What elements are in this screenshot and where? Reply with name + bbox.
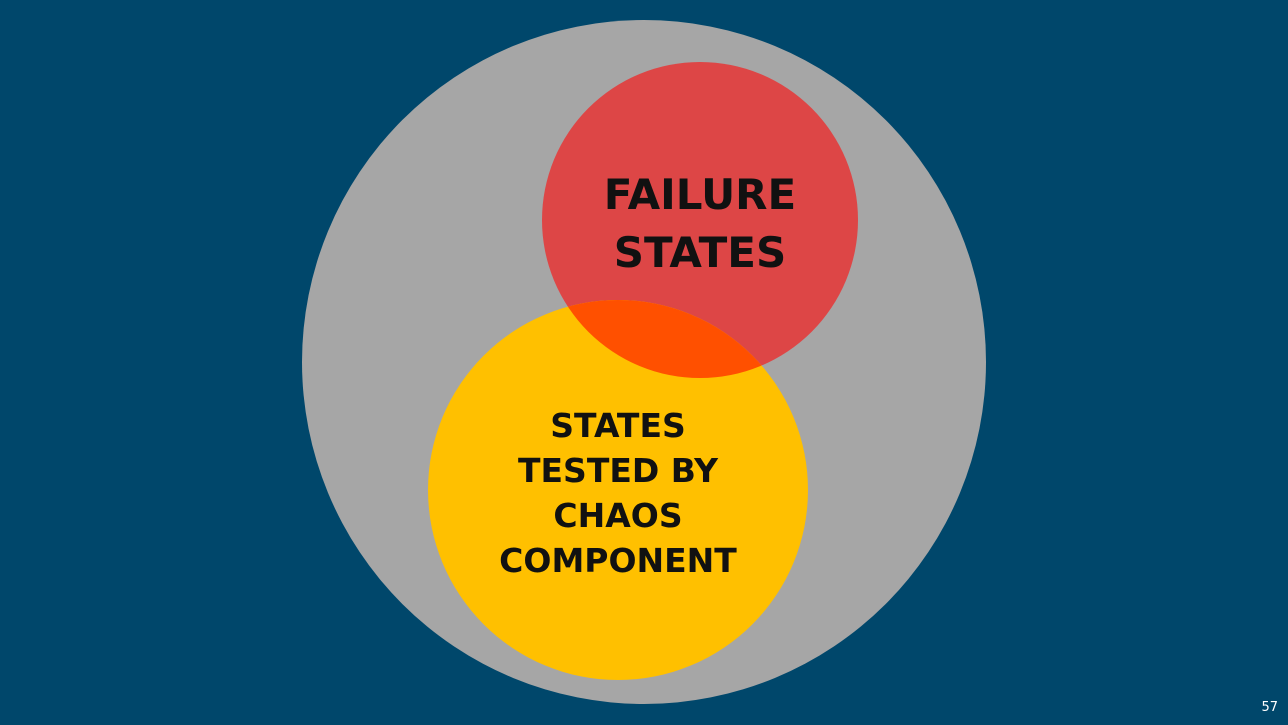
failure-label-line-1: FAILURE <box>603 170 797 219</box>
chaos-label-line-3: CHAOS <box>553 496 683 535</box>
failure-states-label: FAILURE STATES <box>575 166 825 282</box>
chaos-tested-states-label: STATES TESTED BY CHAOS COMPONENT <box>468 403 768 583</box>
failure-label-line-2: STATES <box>613 228 787 277</box>
chaos-label-line-1: STATES <box>550 406 686 445</box>
page-number: 57 <box>1261 700 1278 715</box>
chaos-label-line-2: TESTED BY <box>518 451 718 490</box>
chaos-tested-states-circle <box>428 300 808 680</box>
failure-states-circle <box>542 62 858 378</box>
chaos-label-line-4: COMPONENT <box>499 541 737 580</box>
